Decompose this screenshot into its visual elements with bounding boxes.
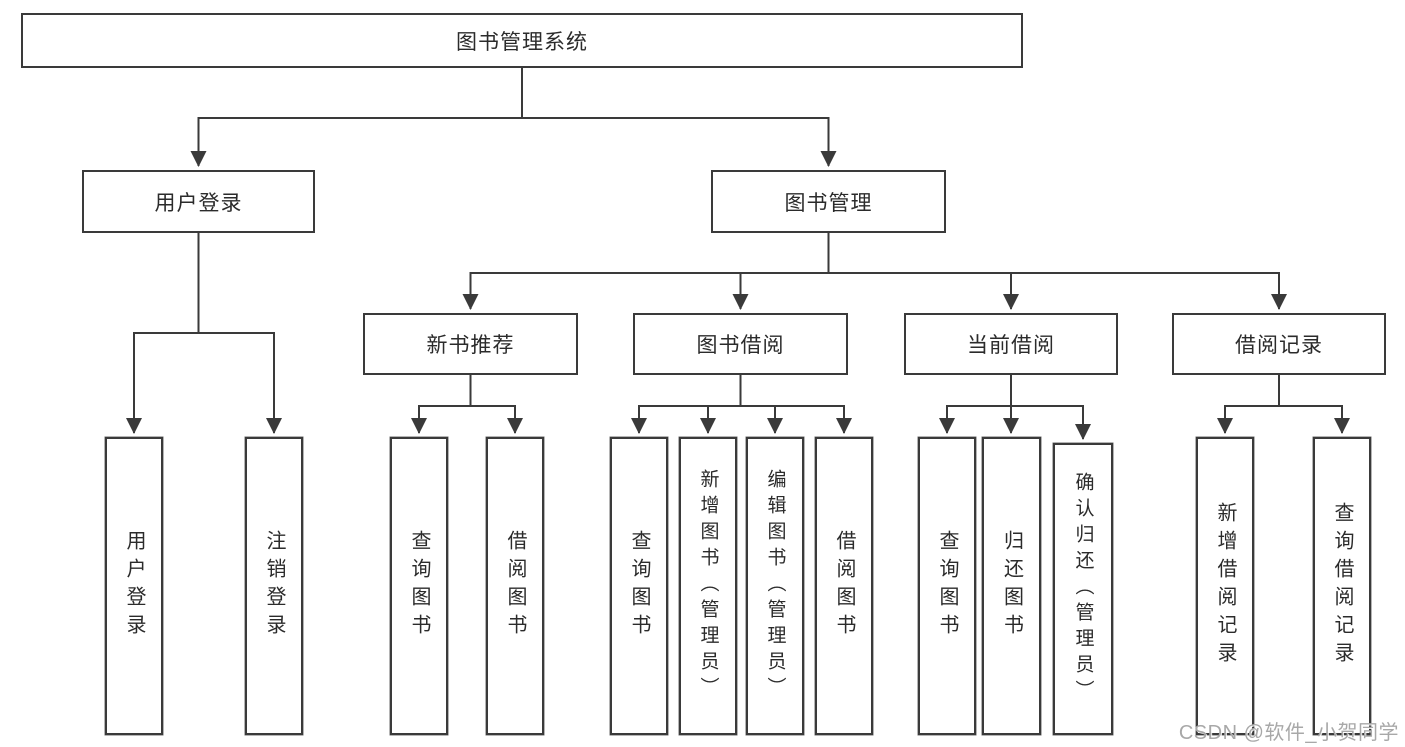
node-new-book-recommend: 新书推荐	[363, 313, 578, 375]
leaf-label: 查询图书	[936, 530, 958, 642]
leaf-borrow-books-recommend: 借阅图书	[486, 437, 544, 735]
leaf-add-borrow-record: 新增借阅记录	[1196, 437, 1254, 735]
leaf-label: 注销登录	[263, 530, 285, 642]
node-label: 用户登录	[154, 191, 243, 215]
leaf-query-books-current: 查询图书	[918, 437, 976, 735]
leaf-query-books-recommend: 查询图书	[390, 437, 448, 735]
leaf-query-borrow-record: 查询借阅记录	[1313, 437, 1371, 735]
leaf-add-books-admin: 新增图书（管理员）	[679, 437, 737, 735]
node-label: 当前借阅	[967, 334, 1055, 357]
leaf-label: 查询图书	[408, 530, 430, 642]
leaf-label: 归还图书	[1000, 530, 1023, 642]
leaf-user-login: 用户登录	[105, 437, 163, 735]
node-label: 新书推荐	[426, 334, 515, 357]
leaf-label: 借阅图书	[504, 530, 526, 642]
leaf-label: 新增图书（管理员）	[697, 469, 719, 703]
csdn-watermark: CSDN @软件_小贺同学	[1178, 722, 1399, 744]
node-borrowing-records: 借阅记录	[1172, 313, 1386, 375]
leaf-query-books-borrow: 查询图书	[610, 437, 668, 735]
leaf-return-books: 归还图书	[982, 437, 1041, 735]
node-label: 图书管理系统	[456, 30, 588, 54]
node-book-management: 图书管理	[711, 170, 946, 233]
node-book-borrowing: 图书借阅	[633, 313, 848, 375]
leaf-borrow-books: 借阅图书	[815, 437, 873, 735]
node-label: 图书管理	[784, 191, 873, 215]
leaf-label: 确认归还（管理员）	[1072, 472, 1094, 706]
leaf-confirm-return-admin: 确认归还（管理员）	[1053, 443, 1113, 735]
node-user-login: 用户登录	[82, 170, 315, 233]
leaf-label: 用户登录	[123, 530, 145, 642]
leaf-edit-books-admin: 编辑图书（管理员）	[746, 437, 804, 735]
leaf-label: 借阅图书	[833, 530, 855, 642]
node-label: 借阅记录	[1235, 334, 1323, 357]
leaf-label: 查询图书	[628, 530, 650, 642]
node-label: 图书借阅	[696, 334, 785, 357]
leaf-label: 新增借阅记录	[1214, 502, 1236, 670]
leaf-label: 编辑图书（管理员）	[764, 469, 786, 703]
node-library-management-system: 图书管理系统	[21, 13, 1023, 68]
node-current-borrowing: 当前借阅	[904, 313, 1118, 375]
leaf-logout: 注销登录	[245, 437, 303, 735]
leaf-label: 查询借阅记录	[1331, 502, 1353, 670]
